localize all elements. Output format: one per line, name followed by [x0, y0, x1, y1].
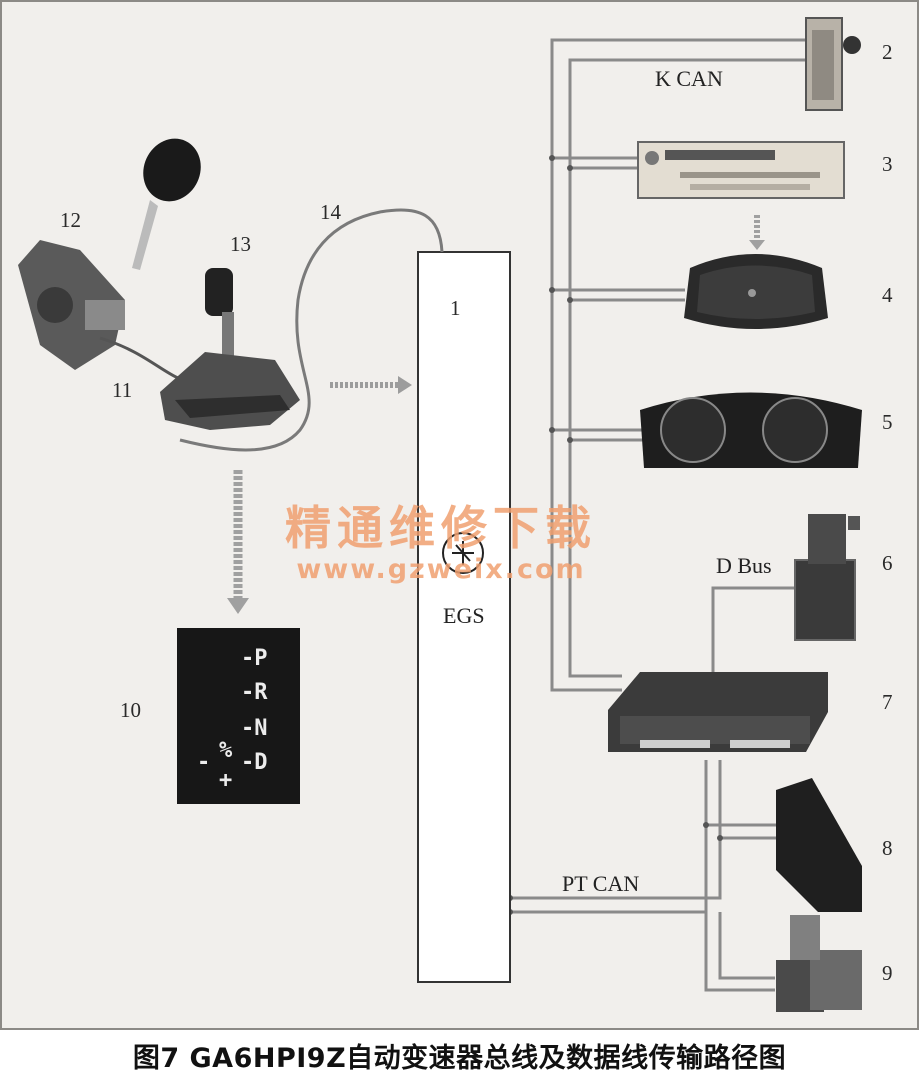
watermark-title: 精通维修下载 [285, 501, 597, 555]
gateway-module [608, 672, 828, 752]
label-6: 6 [882, 551, 893, 575]
actuator-module [776, 915, 862, 1012]
label-7: 7 [882, 690, 893, 714]
cable-14 [179, 208, 444, 452]
label-4: 4 [882, 283, 893, 307]
gear-plus: + [219, 768, 233, 793]
radio-head-unit [637, 141, 845, 199]
gear-n: -N [241, 716, 268, 741]
gear-position-display: -P -R -N -D - % + [177, 628, 300, 804]
d-bus-label: D Bus [716, 553, 772, 578]
gear-p: -P [241, 646, 268, 671]
label-13: 13 [230, 232, 251, 256]
lock-wire [99, 336, 179, 380]
gear-minus: - [197, 750, 211, 775]
label-9: 9 [882, 961, 893, 985]
label-14: 14 [320, 200, 341, 224]
figure-caption: 图7 GA6HPI9Z自动变速器总线及数据线传输路径图 [132, 1043, 787, 1074]
gear-selector-base [160, 352, 300, 430]
ignition-lock [18, 240, 125, 370]
gear-tip-symbol: % [219, 738, 233, 763]
signal-arrow-small-down [749, 215, 765, 250]
label-3: 3 [882, 152, 893, 176]
egs-emblem-icon [442, 532, 484, 574]
watermark-url: www.gzweix.com [296, 554, 586, 585]
label-10: 10 [120, 698, 141, 722]
wiring-diagram [18, 17, 862, 1012]
gear-selector-lever [205, 268, 234, 362]
k-can-bus-lines [510, 38, 808, 992]
label-12: 12 [60, 208, 81, 232]
egs-control-unit [417, 251, 511, 983]
label-5: 5 [882, 410, 893, 434]
diagnostic-tester [794, 514, 860, 641]
gear-r: -R [241, 680, 268, 705]
label-8: 8 [882, 836, 893, 860]
label-2: 2 [882, 40, 893, 64]
signal-arrow-down [227, 470, 249, 614]
label-1: 1 [450, 296, 461, 320]
instrument-cluster [640, 392, 862, 468]
egs-label: EGS [443, 603, 485, 628]
label-11: 11 [112, 378, 133, 402]
k-can-label: K CAN [655, 66, 723, 91]
watermark: 精通维修下载 www.gzweix.com [285, 492, 597, 585]
vehicle-key [132, 138, 201, 270]
steering-column-module [805, 17, 861, 111]
bus-junction-dots [507, 155, 723, 915]
gear-d: -D [241, 750, 268, 775]
engine-control-unit [776, 778, 862, 912]
pt-can-label: PT CAN [562, 871, 640, 896]
central-display [684, 254, 828, 329]
signal-arrow-right [330, 376, 412, 394]
